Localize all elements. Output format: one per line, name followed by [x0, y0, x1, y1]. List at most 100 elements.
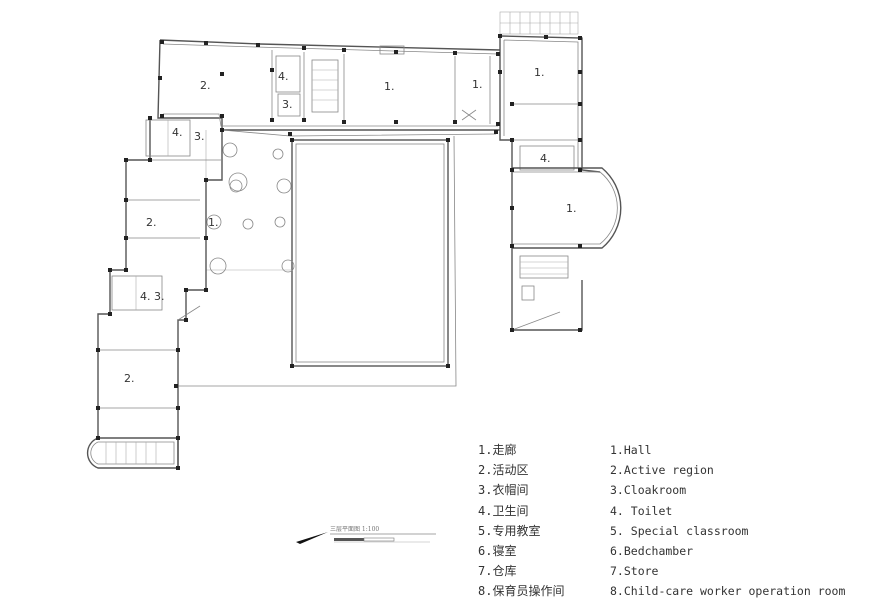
column	[498, 34, 502, 38]
column	[220, 114, 224, 118]
room-label-hall: 1.	[208, 216, 219, 229]
column	[148, 116, 152, 120]
column	[578, 36, 582, 40]
legend-item-special-classroom-cn: 5.专用教室	[478, 523, 541, 538]
column	[160, 40, 164, 44]
legend-item-bedchamber-cn: 6.寝室	[478, 543, 517, 558]
column	[158, 76, 162, 80]
column	[453, 120, 457, 124]
column	[124, 158, 128, 162]
column	[290, 364, 294, 368]
room-label-hall: 1.	[384, 80, 395, 93]
room-label-toilet: 4.	[140, 290, 151, 303]
column	[302, 118, 306, 122]
room-label-active-region: 2.	[200, 79, 211, 92]
legend-item-active-region-en: 2.Active region	[610, 463, 714, 478]
column	[510, 206, 514, 210]
column	[204, 41, 208, 45]
left-wing	[86, 118, 223, 469]
column	[578, 138, 582, 142]
column	[510, 138, 514, 142]
legend-item-hall-cn: 1.走廊	[478, 443, 517, 457]
column	[288, 132, 292, 136]
column	[184, 288, 188, 292]
column	[148, 158, 152, 162]
column	[176, 466, 180, 470]
room-label-cloakroom: 3.	[154, 290, 165, 303]
courtyard	[176, 130, 457, 387]
room-label-cloakroom: 3.	[282, 98, 293, 111]
legend-item-cloakroom-en: 3.Cloakroom	[610, 483, 687, 498]
legend-item-special-classroom-en: 5. Special classroom	[610, 523, 749, 538]
room-label-active-region: 2.	[124, 372, 135, 385]
room-label-active-region: 2.	[146, 216, 157, 229]
column	[510, 168, 514, 172]
legend-item-toilet-cn: 4.卫生间	[478, 503, 529, 518]
column	[184, 318, 188, 322]
column	[96, 436, 100, 440]
legend-item-cloakroom-cn: 3.衣帽间	[478, 483, 529, 498]
column	[578, 168, 582, 172]
north-arrow-icon	[296, 532, 328, 544]
legend-item-operation-room-en: 8.Child-care worker operation room	[610, 584, 846, 599]
column	[496, 122, 500, 126]
column	[498, 70, 502, 74]
column	[270, 118, 274, 122]
legend-chinese: 1.走廊 2.活动区 3.衣帽间 4.卫生间 5.专用教室 6.寝室 7.仓库 …	[478, 440, 564, 602]
legend-item-store-cn: 7.仓库	[478, 564, 517, 579]
legend-english: 1.Hall 2.Active region 3.Cloakroom 4. To…	[610, 440, 845, 602]
column	[578, 244, 582, 248]
column	[108, 268, 112, 272]
column	[342, 48, 346, 52]
column	[496, 52, 500, 56]
column	[394, 50, 398, 54]
column	[578, 328, 582, 332]
room-label-toilet: 4.	[172, 126, 183, 139]
legend-item-operation-room-cn: 8.保育员操作间	[478, 584, 565, 599]
column	[578, 70, 582, 74]
legend-item-store-en: 7.Store	[610, 564, 659, 579]
column	[290, 138, 294, 142]
column	[160, 114, 164, 118]
column	[204, 178, 208, 182]
column	[578, 102, 582, 106]
column	[174, 384, 178, 388]
column	[204, 288, 208, 292]
column	[204, 236, 208, 240]
room-labels: 2. 4. 3. 1. 1. 1. 4. 3. 4. 1. 2. 1. 4. 3…	[124, 66, 577, 385]
column	[342, 120, 346, 124]
column	[176, 348, 180, 352]
room-label-hall: 1.	[472, 78, 483, 91]
column	[220, 128, 224, 132]
legend-item-active-region-cn: 2.活动区	[478, 463, 529, 478]
column	[510, 328, 514, 332]
activity-circles	[206, 142, 295, 275]
column	[176, 436, 180, 440]
room-label-hall: 1.	[566, 202, 577, 215]
column	[96, 348, 100, 352]
column	[124, 236, 128, 240]
column	[96, 406, 100, 410]
column	[176, 406, 180, 410]
legend-item-bedchamber-en: 6.Bedchamber	[610, 543, 694, 558]
column	[270, 68, 274, 72]
column	[494, 130, 498, 134]
column	[108, 312, 112, 316]
legend-item-hall-en: 1.Hall	[610, 443, 652, 457]
structural-columns	[96, 34, 582, 470]
room-label-hall: 1.	[534, 66, 545, 79]
column	[544, 35, 548, 39]
right-tower	[499, 11, 622, 331]
column	[510, 244, 514, 248]
column	[453, 51, 457, 55]
drawing-scale-title: 三层平面图 1:100	[330, 526, 380, 533]
top-wing	[157, 39, 501, 137]
column	[124, 268, 128, 272]
column	[302, 46, 306, 50]
column	[256, 43, 260, 47]
room-label-toilet: 4.	[540, 152, 551, 165]
column	[220, 72, 224, 76]
column	[446, 364, 450, 368]
column	[446, 138, 450, 142]
